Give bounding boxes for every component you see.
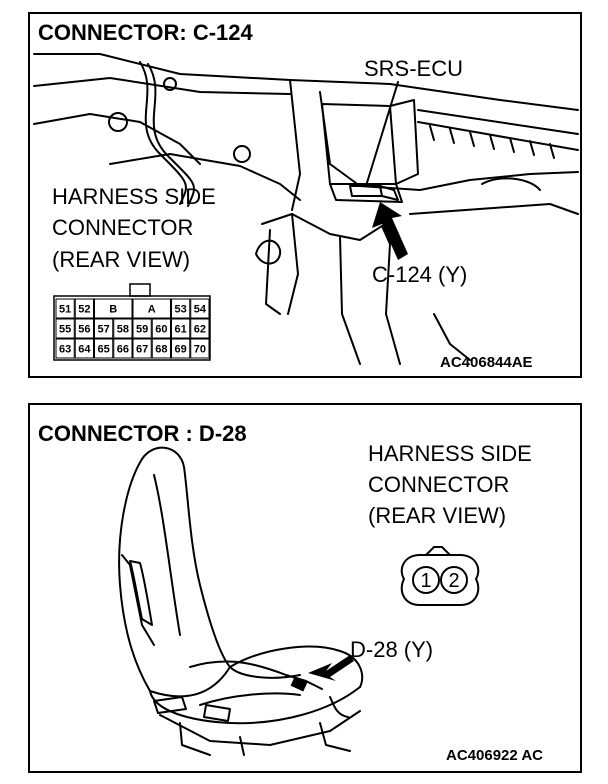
c124-pin-69-cell [171,338,191,359]
c124-pin-B: B [109,304,117,316]
harness-line-2: CONNECTOR [368,472,510,497]
c124-pin-59-cell [132,318,152,339]
connector-callout: D-28 (Y) [350,637,434,662]
c124-pin-63-cell [55,338,75,359]
c124-pin-67: 67 [136,344,148,356]
figure-code: AC406922 AC [446,747,543,764]
harness-line-1: HARNESS SIDE [52,184,216,209]
c124-pin-54: 54 [194,304,207,316]
c124-pin-51: 51 [59,304,71,316]
c124-pin-69: 69 [175,344,187,356]
c124-pin-57: 57 [98,324,110,336]
c124-pin-64-cell [74,338,94,359]
harness-line-3: (REAR VIEW) [368,503,507,528]
connector-title: CONNECTOR: C-124 [38,20,253,45]
c124-pin-66: 66 [117,344,129,356]
c124-pin-70-cell [190,338,210,359]
c124-pin-62: 62 [194,324,206,336]
connector-title: CONNECTOR : D-28 [38,421,247,446]
c124-pin-70: 70 [194,344,206,356]
dashboard-illustration: 51 52 B A 53 54 55 56 57 58 59 60 61 62 63 64 65 66 67 68… [33,53,579,365]
c124-pin-64: 64 [78,344,91,356]
c124-pin-68: 68 [155,344,167,356]
connector-callout: C-124 (Y) [372,262,468,287]
harness-line-3: (REAR VIEW) [52,247,191,272]
c124-pin-65-cell [94,338,114,359]
harness-line-2: CONNECTOR [52,215,194,240]
srs-ecu-label: SRS-ECU [364,56,464,81]
c124-pin-66-cell [113,338,133,359]
c124-pin-52: 52 [78,304,90,316]
c124-pin-B-cell [94,298,133,319]
c124-pin-A: A [148,304,156,316]
c124-pin-55: 55 [59,324,71,336]
c124-pin-52-cell [74,298,94,319]
c124-pin-55-cell [55,318,75,339]
c124-pin-54-cell [190,298,210,319]
c124-pin-61-cell [171,318,191,339]
c124-pin-block [53,283,211,361]
c124-pin-61: 61 [175,324,187,336]
harness-line-1: HARNESS SIDE [368,441,532,466]
connector-d28-panel: 1 2 CONNECTOR : D-28 HARNESS SIDE CONNEC… [28,403,582,773]
d28-pin-block [400,546,480,606]
c124-pin-56: 56 [78,324,90,336]
d28-pin-2: 2 [448,570,459,592]
c124-pin-58-cell [113,318,133,339]
c124-pin-62-cell [190,318,210,339]
c124-pin-57-cell [94,318,114,339]
c124-pin-A-cell [132,298,171,319]
c124-pin-53: 53 [175,304,187,316]
c124-pin-58: 58 [117,324,129,336]
c124-pin-68-cell [151,338,171,359]
c124-pin-60: 60 [155,324,167,336]
c124-pin-56-cell [74,318,94,339]
c124-pin-53-cell [171,298,191,319]
c124-pin-51-cell [55,298,75,319]
c124-pin-60-cell [151,318,171,339]
c124-pin-67-cell [132,338,152,359]
seat-illustration: 1 2 [118,446,480,756]
c124-pin-65: 65 [98,344,110,356]
connector-c124-panel: 51 52 B A 53 54 55 56 57 58 59 60 61 62 63 64 65 66 67 68… [28,12,582,378]
d28-pin-1: 1 [420,570,431,592]
c124-pin-59: 59 [136,324,148,336]
figure-code: AC406844AE [440,354,533,371]
c124-pin-63: 63 [59,344,71,356]
